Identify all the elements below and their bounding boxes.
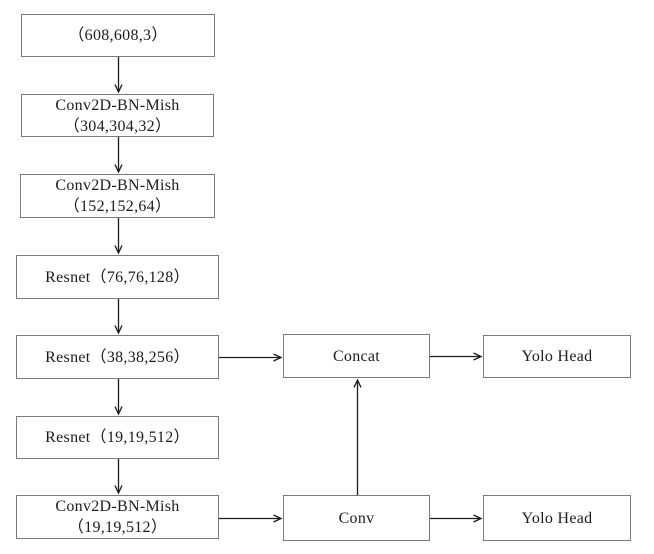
node-label: Conv2D-BN-Mish [55,498,180,515]
node-resnet-2: Resnet（38,38,256） [16,335,219,379]
node-input-shape: （608,608,3） [21,14,215,57]
node-sublabel: （19,19,512） [67,519,168,536]
node-label: Resnet（38,38,256） [45,348,190,366]
node-sublabel: （152,152,64） [63,198,172,215]
node-label: （608,608,3） [68,27,168,44]
node-conv2d-bn-mish-2: Conv2D-BN-Mish （152,152,64） [20,174,215,218]
node-label: Yolo Head [521,509,593,527]
node-label: Conv2D-BN-Mish [55,177,180,194]
node-conv2d-bn-mish-1: Conv2D-BN-Mish （304,304,32） [21,94,214,137]
node-conv2d-bn-mish-3: Conv2D-BN-Mish （19,19,512） [16,495,219,539]
node-yolo-head-2: Yolo Head [483,495,631,541]
node-conv: Conv [283,495,430,541]
node-sublabel: （304,304,32） [63,117,172,135]
node-label: Conv [338,509,375,527]
node-label: Resnet（19,19,512） [45,429,190,446]
node-label: Concat [332,347,381,365]
node-label: Yolo Head [521,348,593,365]
node-yolo-head-1: Yolo Head [483,335,631,378]
node-resnet-3: Resnet（19,19,512） [16,416,219,459]
node-resnet-1: Resnet（76,76,128） [16,255,219,299]
node-label: Conv2D-BN-Mish [55,96,180,114]
node-concat: Concat [283,334,430,378]
node-label: Resnet（76,76,128） [45,268,190,286]
